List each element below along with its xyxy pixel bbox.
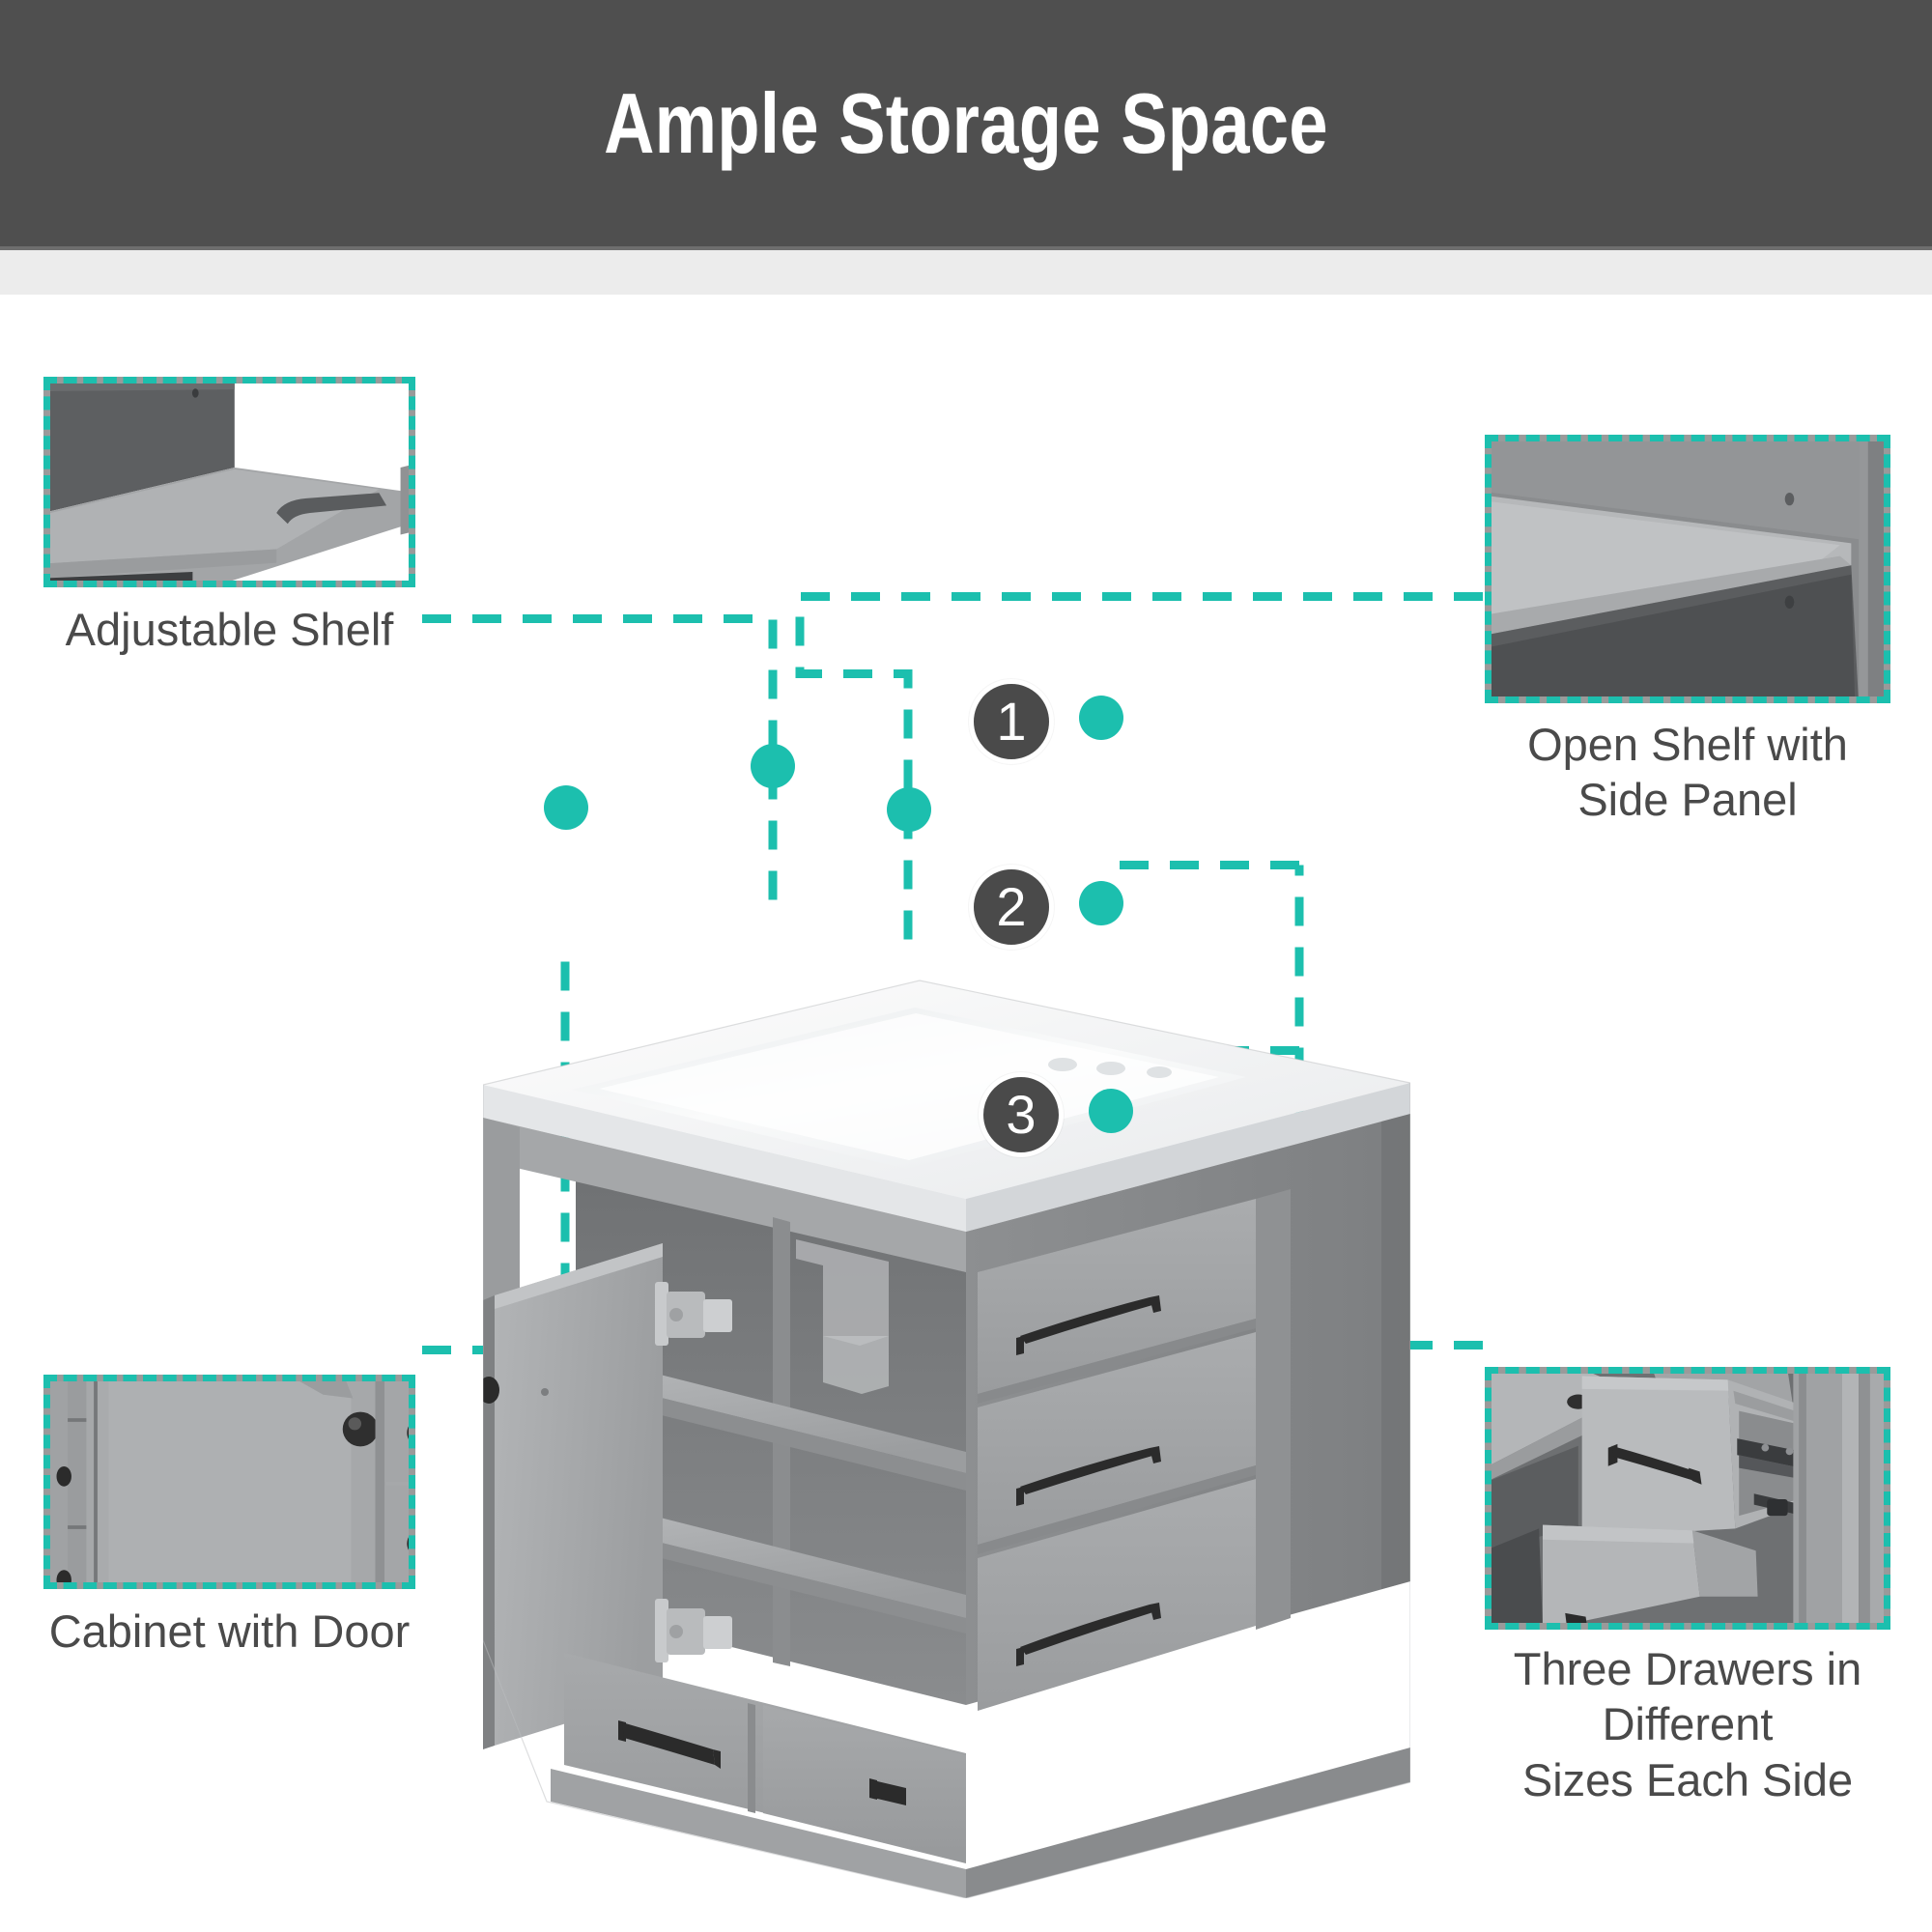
drawer-stack-right [978,1189,1291,1711]
drawer-second-open [1543,1524,1700,1623]
inset-open-shelf-art [1492,441,1884,696]
drawer-middle [978,1332,1256,1554]
drawer-pull-bottom-right [1020,1605,1159,1655]
inset-cabinet-door[interactable]: Cabinet with Door [43,1375,415,1657]
adjustable-shelf-upper [591,1357,966,1491]
header-accent-strip [0,250,1932,295]
drawer-pull-middle [1020,1448,1159,1494]
callout-badge-2[interactable]: 2 [969,865,1054,950]
drawer-top [978,1199,1256,1404]
drawer-pull-top [1020,1297,1159,1344]
inset-three-drawers[interactable]: Three Drawers in Different Sizes Each Si… [1485,1367,1890,1805]
header-divider [0,246,1932,250]
dot-adjustable-shelf [751,744,795,788]
drawer-front-open [1581,1376,1736,1538]
plumbing-cutout [796,1239,889,1394]
door-knob [483,1377,499,1404]
door-hinge-top [655,1282,732,1346]
connector-adjustable-shelf [422,614,778,914]
inset-open-shelf[interactable]: Open Shelf with Side Panel [1485,435,1890,825]
callout-badge-3[interactable]: 3 [979,1072,1064,1157]
connector-open-shelf [795,592,1483,956]
inset-three-drawers-caption: Three Drawers in Different Sizes Each Si… [1513,1643,1862,1805]
inset-adjustable-shelf-frame [43,377,415,587]
drawer-slide-rail [1737,1438,1802,1468]
inset-open-shelf-caption: Open Shelf with Side Panel [1527,719,1848,826]
door-screw-hole [541,1388,549,1396]
cabinet-top-rail [483,1118,966,1272]
inset-adjustable-shelf[interactable]: Adjustable Shelf [43,377,415,655]
faucet-hole-center [1096,1062,1125,1075]
inset-cabinet-door-frame [43,1375,415,1589]
inset-adjustable-shelf-art [50,384,409,581]
bottom-drawer-pull-left [622,1722,715,1765]
dot-drawer-2 [1079,881,1123,925]
inset-three-drawers-frame [1485,1367,1890,1630]
page-title: Ample Storage Space [604,74,1328,171]
inset-open-shelf-frame [1485,435,1890,703]
inset-three-drawers-art [1492,1374,1884,1623]
bottom-drawer-right [763,1705,966,1863]
product-illustration [483,980,1410,1898]
bottom-drawer-row [564,1653,966,1863]
cabinet-door-open [483,1243,663,1749]
faucet-hole-left [1048,1058,1077,1071]
inset-cabinet-door-art [50,1381,409,1582]
content-stage: 1 2 3 [0,295,1932,1932]
drawer-bottom-right [978,1479,1256,1711]
inset-cabinet-door-caption: Cabinet with Door [48,1605,411,1657]
dot-drawer-3 [1089,1089,1133,1133]
dot-drawer-1 [1079,696,1123,740]
adjustable-shelf-lower [599,1502,966,1634]
inset-adjustable-shelf-caption: Adjustable Shelf [65,604,394,655]
header-banner: Ample Storage Space [0,0,1932,246]
faucet-hole-right [1147,1066,1172,1078]
inset-drawer-pull [1611,1445,1694,1481]
callout-badge-1[interactable]: 1 [969,679,1054,764]
bottom-drawer-pull-right [873,1780,906,1805]
dot-open-shelf [887,787,931,832]
door-hinge-bottom [655,1599,732,1662]
dot-cabinet-door [544,785,588,830]
